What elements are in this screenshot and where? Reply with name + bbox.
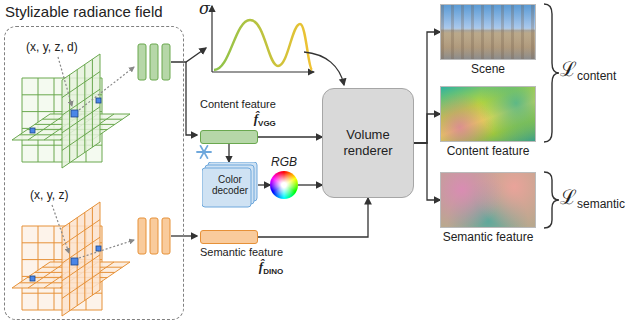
flow-arrow <box>258 136 322 137</box>
loss-symbol: ℒ <box>560 58 577 81</box>
snowflake-icon <box>197 146 211 158</box>
region-heading: Stylizable radiance field <box>5 3 163 21</box>
decoder-text: Color decoder <box>202 162 258 208</box>
rendered-image <box>440 172 536 228</box>
mlp-bars <box>138 44 170 80</box>
label-group: ℒsemantic <box>560 186 625 209</box>
content-feature: Content featuref̂VGG <box>200 98 276 146</box>
loss-brace <box>544 4 559 228</box>
feature-subscript: DINO <box>263 264 283 279</box>
axis-label: σ <box>199 0 210 18</box>
flow-arrow <box>298 184 322 185</box>
feature-bar <box>200 130 258 144</box>
flow-arrow <box>414 143 440 200</box>
flow-arrow <box>414 32 440 143</box>
scene-image: Scene <box>440 4 536 76</box>
mlp-bars <box>138 218 170 254</box>
color-label: RGB <box>271 155 297 169</box>
input-coords: (x, y, z) <box>30 188 68 202</box>
density-plot <box>212 6 314 72</box>
rendered-image <box>440 86 536 142</box>
rgb-wheel: RGB <box>270 155 298 199</box>
rendered-image <box>440 4 536 60</box>
query-arrow <box>79 240 134 258</box>
loss-subscript: content <box>577 69 616 83</box>
flow-arrow <box>414 114 440 143</box>
feature-bar <box>200 230 258 244</box>
feature-symbol-line: f̂DINO <box>259 259 283 276</box>
color-wheel <box>270 171 298 199</box>
image-caption: Semantic feature <box>443 230 534 244</box>
volume-renderer: Volume renderer <box>322 88 414 198</box>
flow-arrow <box>258 184 270 185</box>
label-group: σ <box>199 0 210 18</box>
density-arrow <box>304 52 344 85</box>
field-region: Stylizable radiance field <box>4 26 184 320</box>
image-caption: Scene <box>471 62 505 76</box>
semantic-image: Semantic feature <box>440 172 536 244</box>
flow-arrow <box>228 144 229 162</box>
query-arrow <box>58 57 72 106</box>
loss-symbol: ℒ <box>560 186 577 209</box>
flow-arrow <box>258 198 368 237</box>
feature-label: Content feature <box>200 98 276 111</box>
decoder-label: Color decoder <box>202 174 258 196</box>
query-arrow <box>52 205 69 253</box>
loss-subscript: semantic <box>577 197 625 211</box>
feature-text: Content featuref̂VGG <box>200 98 276 128</box>
region-title: Stylizable radiance field <box>5 3 163 20</box>
content-image: Content feature <box>440 86 536 158</box>
feature-subscript: VGG <box>258 116 276 131</box>
sample-points <box>30 246 101 281</box>
sample-points <box>30 98 101 133</box>
orange-triplane <box>12 202 130 316</box>
semantic-feature: Semantic featuref̂DINO <box>200 228 283 276</box>
feature-text: Semantic featuref̂DINO <box>200 246 283 276</box>
label-group: (x, y, z, d) <box>26 40 78 54</box>
label-group: ℒcontent <box>560 58 616 81</box>
color-decoder: Color decoder <box>202 162 258 208</box>
box-label: Volume renderer <box>323 127 413 159</box>
green-triplane <box>12 54 130 168</box>
feature-symbol-line: f̂VGG <box>254 111 276 128</box>
input-coords: (x, y, z, d) <box>26 40 78 54</box>
image-caption: Content feature <box>447 144 530 158</box>
feature-label: Semantic feature <box>200 246 283 259</box>
query-arrow <box>79 67 134 110</box>
feature-symbol: f̂ <box>254 111 258 126</box>
feature-symbol: f̂ <box>259 259 263 274</box>
label-group: (x, y, z) <box>30 188 68 202</box>
